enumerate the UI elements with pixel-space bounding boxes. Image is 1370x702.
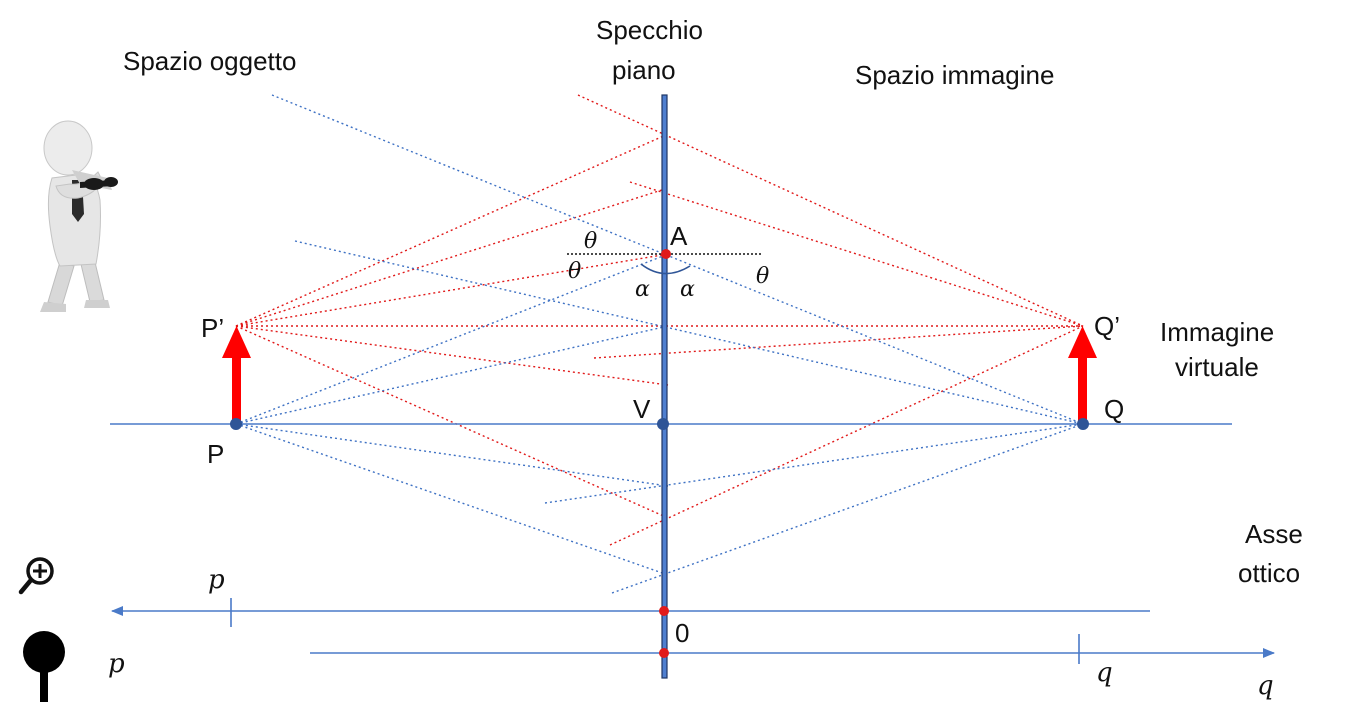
object-space-label: Spazio oggetto bbox=[123, 46, 296, 76]
virtual-image-label-line2: virtuale bbox=[1175, 352, 1259, 382]
q-tick-label: q bbox=[1096, 658, 1113, 688]
optical-axis-label-line2: ottico bbox=[1238, 558, 1300, 588]
object-arrow bbox=[222, 326, 251, 424]
point-Q bbox=[1077, 418, 1089, 430]
alpha-right: α bbox=[680, 277, 695, 302]
theta-lower-left: θ bbox=[568, 259, 581, 284]
alpha-left: α bbox=[635, 277, 650, 302]
pin-icon[interactable] bbox=[23, 631, 65, 702]
origin-point-q-axis bbox=[659, 648, 669, 658]
blue-rays bbox=[235, 94, 1084, 594]
label-A: A bbox=[670, 221, 688, 251]
p-tick-label: p bbox=[208, 565, 225, 595]
red-rays bbox=[235, 94, 1084, 546]
virtual-image-label-line1: Immagine bbox=[1160, 317, 1274, 347]
p-axis-label: p bbox=[108, 649, 125, 679]
angle-arc bbox=[640, 263, 691, 275]
label-Q: Q bbox=[1104, 394, 1124, 424]
label-V: V bbox=[633, 394, 651, 424]
label-P-prime: P’ bbox=[201, 313, 224, 343]
origin-point-p-axis bbox=[659, 606, 669, 616]
point-A bbox=[661, 249, 671, 259]
optical-axis-label-line1: Asse bbox=[1245, 519, 1303, 549]
q-axis-label: q bbox=[1257, 671, 1274, 701]
theta-upper-left: θ bbox=[584, 229, 597, 254]
label-P: P bbox=[207, 439, 224, 469]
image-arrow bbox=[1068, 326, 1097, 424]
theta-right: θ bbox=[756, 264, 769, 289]
mirror-label-line2: piano bbox=[612, 55, 676, 85]
plane-mirror bbox=[661, 94, 668, 679]
point-V bbox=[657, 418, 669, 430]
person-with-glasses-figure bbox=[40, 120, 118, 312]
label-Q-prime: Q’ bbox=[1094, 311, 1120, 341]
magnifier-plus-icon[interactable] bbox=[18, 557, 54, 595]
point-P bbox=[230, 418, 242, 430]
image-space-label: Spazio immagine bbox=[855, 60, 1054, 90]
label-origin: 0 bbox=[675, 618, 689, 648]
mirror-label-line1: Specchio bbox=[596, 15, 703, 45]
